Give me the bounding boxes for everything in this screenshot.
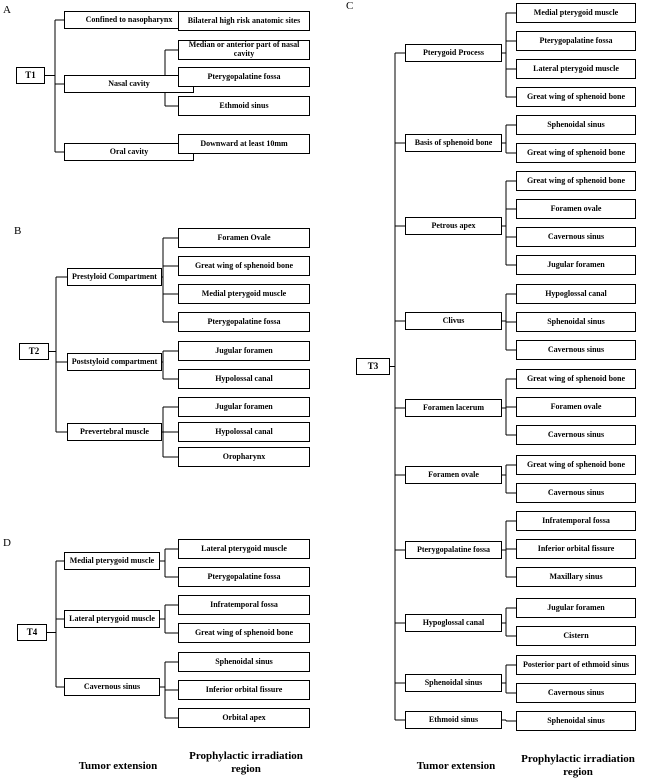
tumor-extension-d-1: Lateral pterygoid muscle xyxy=(64,610,160,628)
tumor-extension-d-0: Medial pterygoid muscle xyxy=(64,552,160,570)
tumor-extension-c-9: Ethmoid sinus xyxy=(405,711,502,729)
irradiation-region-c-5-1: Cavernous sinus xyxy=(516,483,636,503)
panel-label-c: C xyxy=(346,0,354,12)
tumor-extension-a-1: Nasal cavity xyxy=(64,75,194,93)
panel-label-d: D xyxy=(3,537,11,549)
irradiation-region-c-5-0: Great wing of sphenoid bone xyxy=(516,455,636,475)
irradiation-region-c-2-2: Cavernous sinus xyxy=(516,227,636,247)
panel-label-a: A xyxy=(3,4,11,16)
irradiation-region-c-8-0: Posterior part of ethmoid sinus xyxy=(516,655,636,675)
tumor-extension-b-0: Prestyloid Compartment xyxy=(67,268,162,286)
root-node-a: T1 xyxy=(16,67,45,84)
irradiation-region-d-0-1: Pterygopalatine fossa xyxy=(178,567,310,587)
root-node-c: T3 xyxy=(356,358,390,375)
irradiation-region-c-1-0: Sphenoidal sinus xyxy=(516,115,636,135)
irradiation-region-d-1-1: Great wing of sphenoid bone xyxy=(178,623,310,643)
tumor-extension-c-2: Petrous apex xyxy=(405,217,502,235)
tumor-extension-c-0: Pterygoid Process xyxy=(405,44,502,62)
irradiation-region-a-1-1: Pterygopalatine fossa xyxy=(178,67,310,87)
irradiation-region-c-2-1: Foramen ovale xyxy=(516,199,636,219)
tumor-extension-c-7: Hypoglossal canal xyxy=(405,614,502,632)
irradiation-region-c-6-1: Inferior orbital fissure xyxy=(516,539,636,559)
irradiation-region-c-4-2: Cavernous sinus xyxy=(516,425,636,445)
tumor-extension-a-2: Oral cavity xyxy=(64,143,194,161)
irradiation-region-c-0-1: Pterygopalatine fossa xyxy=(516,31,636,51)
tumor-extension-d-2: Cavernous sinus xyxy=(64,678,160,696)
tumor-extension-a-0: Confined to nasopharynx xyxy=(64,11,194,29)
footer-prophylactic-region-right: Prophylactic irradiation region xyxy=(521,753,635,778)
irradiation-region-b-0-1: Great wing of sphenoid bone xyxy=(178,256,310,276)
irradiation-region-d-2-2: Orbital apex xyxy=(178,708,310,728)
tumor-extension-c-4: Foramen lacerum xyxy=(405,399,502,417)
irradiation-region-b-1-1: Hypolossal canal xyxy=(178,369,310,389)
irradiation-region-c-7-0: Jugular foramen xyxy=(516,598,636,618)
irradiation-region-d-1-0: Infratemporal fossa xyxy=(178,595,310,615)
irradiation-region-d-0-0: Lateral pterygoid muscle xyxy=(178,539,310,559)
irradiation-region-c-6-2: Maxillary sinus xyxy=(516,567,636,587)
irradiation-region-c-7-1: Cistern xyxy=(516,626,636,646)
tumor-extension-b-1: Poststyloid compartment xyxy=(67,353,162,371)
tumor-extension-c-3: Clivus xyxy=(405,312,502,330)
irradiation-region-c-2-3: Jugular foramen xyxy=(516,255,636,275)
irradiation-region-c-4-0: Great wing of sphenoid bone xyxy=(516,369,636,389)
irradiation-region-c-3-1: Sphenoidal sinus xyxy=(516,312,636,332)
irradiation-region-c-0-2: Lateral pterygoid muscle xyxy=(516,59,636,79)
footer-tumor-extension-left: Tumor extension xyxy=(78,760,158,772)
tumor-extension-c-1: Basis of sphenoid bone xyxy=(405,134,502,152)
tumor-extension-b-2: Prevertebral muscle xyxy=(67,423,162,441)
irradiation-region-b-1-0: Jugular foramen xyxy=(178,341,310,361)
irradiation-region-b-0-0: Foramen Ovale xyxy=(178,228,310,248)
root-node-b: T2 xyxy=(19,343,49,360)
tumor-extension-c-8: Sphenoidal sinus xyxy=(405,674,502,692)
irradiation-region-c-8-1: Cavernous sinus xyxy=(516,683,636,703)
irradiation-region-c-0-0: Medial pterygoid muscle xyxy=(516,3,636,23)
irradiation-region-c-9-0: Sphenoidal sinus xyxy=(516,711,636,731)
footer-tumor-extension-right: Tumor extension xyxy=(416,760,496,772)
irradiation-region-b-0-2: Medial pterygoid muscle xyxy=(178,284,310,304)
panel-label-b: B xyxy=(14,225,22,237)
irradiation-region-b-2-2: Oropharynx xyxy=(178,447,310,467)
irradiation-region-c-1-1: Great wing of sphenoid bone xyxy=(516,143,636,163)
footer-prophylactic-region-left: Prophylactic irradiation region xyxy=(189,750,303,775)
root-node-d: T4 xyxy=(17,624,47,641)
tumor-extension-c-5: Foramen ovale xyxy=(405,466,502,484)
irradiation-region-a-2-0: Downward at least 10mm xyxy=(178,134,310,154)
irradiation-region-c-3-0: Hypoglossal canal xyxy=(516,284,636,304)
irradiation-region-c-6-0: Infratemporal fossa xyxy=(516,511,636,531)
irradiation-region-a-1-2: Ethmoid sinus xyxy=(178,96,310,116)
irradiation-region-c-3-2: Cavernous sinus xyxy=(516,340,636,360)
irradiation-region-c-2-0: Great wing of sphenoid bone xyxy=(516,171,636,191)
irradiation-region-d-2-1: Inferior orbital fissure xyxy=(178,680,310,700)
irradiation-region-d-2-0: Sphenoidal sinus xyxy=(178,652,310,672)
irradiation-region-b-0-3: Pterygopalatine fossa xyxy=(178,312,310,332)
irradiation-region-b-2-1: Hypolossal canal xyxy=(178,422,310,442)
irradiation-region-c-0-3: Great wing of sphenoid bone xyxy=(516,87,636,107)
irradiation-region-c-4-1: Foramen ovale xyxy=(516,397,636,417)
tumor-extension-c-6: Pterygopalatine fossa xyxy=(405,541,502,559)
irradiation-region-b-2-0: Jugular foramen xyxy=(178,397,310,417)
irradiation-region-a-0-0: Bilateral high risk anatomic sites xyxy=(178,11,310,31)
irradiation-region-a-1-0: Median or anterior part of nasal cavity xyxy=(178,40,310,60)
